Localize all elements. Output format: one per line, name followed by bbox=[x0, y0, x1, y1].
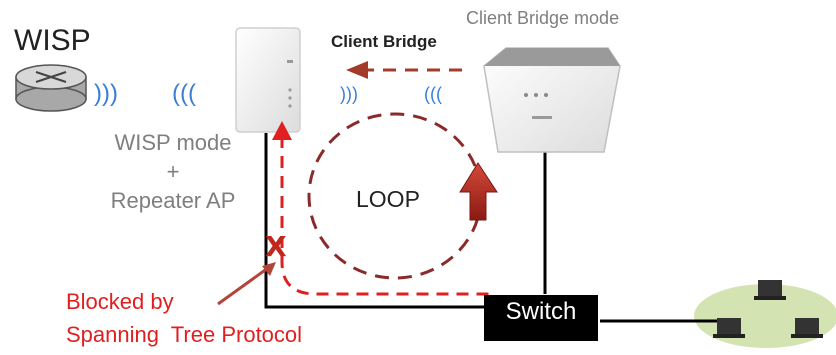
loop-label: LOOP bbox=[356, 186, 420, 212]
wireless-repeater-icon bbox=[235, 27, 301, 133]
switch-box bbox=[484, 295, 598, 341]
wifi-waves-router: ))) bbox=[94, 80, 118, 107]
wisp-mode-label: WISP mode + Repeater AP bbox=[88, 128, 258, 215]
wisp-mode-line: WISP mode bbox=[114, 130, 232, 155]
wifi-waves-repeater-in: ((( bbox=[172, 80, 196, 107]
repeater-to-switch-cable bbox=[264, 133, 484, 309]
repeater-ap-line: Repeater AP bbox=[110, 188, 236, 213]
client-bridge-mode-label: Client Bridge mode bbox=[466, 8, 620, 28]
wired-links bbox=[264, 133, 735, 323]
laptop-icon bbox=[713, 280, 823, 338]
wisp-label: WISP bbox=[14, 24, 91, 57]
blocked-line-1: Blocked by bbox=[66, 289, 174, 314]
client-bridge-label: Client Bridge bbox=[331, 32, 437, 51]
blocked-by-stp-label: Blocked by Spanning Tree Protocol bbox=[66, 285, 302, 351]
wifi-waves-bridge-in: ((( bbox=[424, 84, 442, 104]
wifi-waves-repeater-out: ))) bbox=[340, 84, 358, 104]
blocked-line-2: Spanning Tree Protocol bbox=[66, 322, 303, 347]
wisp-mode-plus: + bbox=[166, 159, 180, 184]
blocked-pointer-arrow bbox=[217, 262, 276, 306]
client-bridge-device-icon bbox=[483, 47, 621, 153]
switch-label: Switch bbox=[505, 298, 577, 325]
up-arrow-icon bbox=[459, 162, 498, 221]
client-bridge-arrow bbox=[346, 61, 462, 79]
router-icon bbox=[15, 64, 87, 112]
block-x-mark: X bbox=[265, 230, 287, 263]
blocked-path bbox=[272, 121, 490, 296]
